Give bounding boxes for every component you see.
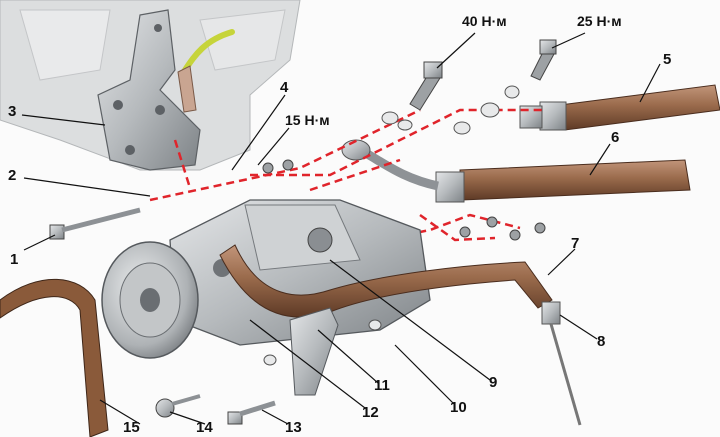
- torque-label-25: 25 Н·м: [577, 13, 622, 29]
- callout-3: 3: [8, 103, 17, 120]
- torque-label-40: 40 Н·м: [462, 13, 507, 29]
- bolt-13: [227, 400, 276, 425]
- tension-bracket: [289, 307, 339, 396]
- bolt-1: [49, 207, 141, 240]
- sensor-wire: [182, 29, 235, 73]
- suction-hose: [219, 244, 582, 426]
- small-bolts: [262, 159, 546, 241]
- callout-11: 11: [374, 377, 390, 394]
- callout-5: 5: [663, 51, 672, 68]
- callout-1: 1: [10, 251, 19, 268]
- callout-14: 14: [196, 419, 213, 436]
- bolt-40: [381, 61, 443, 131]
- washer: [263, 354, 277, 366]
- callout-6: 6: [611, 129, 620, 146]
- callout-2: 2: [8, 167, 17, 184]
- callout-10: 10: [450, 399, 467, 416]
- pressure-hose: [341, 139, 691, 203]
- washer: [368, 319, 382, 331]
- callout-9: 9: [489, 374, 498, 391]
- callout-13: 13: [285, 419, 302, 436]
- power-steering-pump: [101, 199, 431, 359]
- torque-label-15: 15 Н·м: [285, 112, 330, 128]
- callout-4: 4: [280, 79, 289, 96]
- nut-14: [155, 394, 201, 418]
- drive-belt: [0, 278, 109, 437]
- callout-15: 15: [123, 419, 140, 436]
- bolt-25: [453, 39, 557, 135]
- return-hose: [519, 84, 720, 131]
- leader-lines: [21, 32, 661, 425]
- callout-8: 8: [597, 333, 606, 350]
- mounting-bracket: [97, 9, 201, 171]
- sensor-connector: [177, 65, 197, 113]
- callout-7: 7: [571, 235, 580, 252]
- callout-12: 12: [362, 404, 379, 421]
